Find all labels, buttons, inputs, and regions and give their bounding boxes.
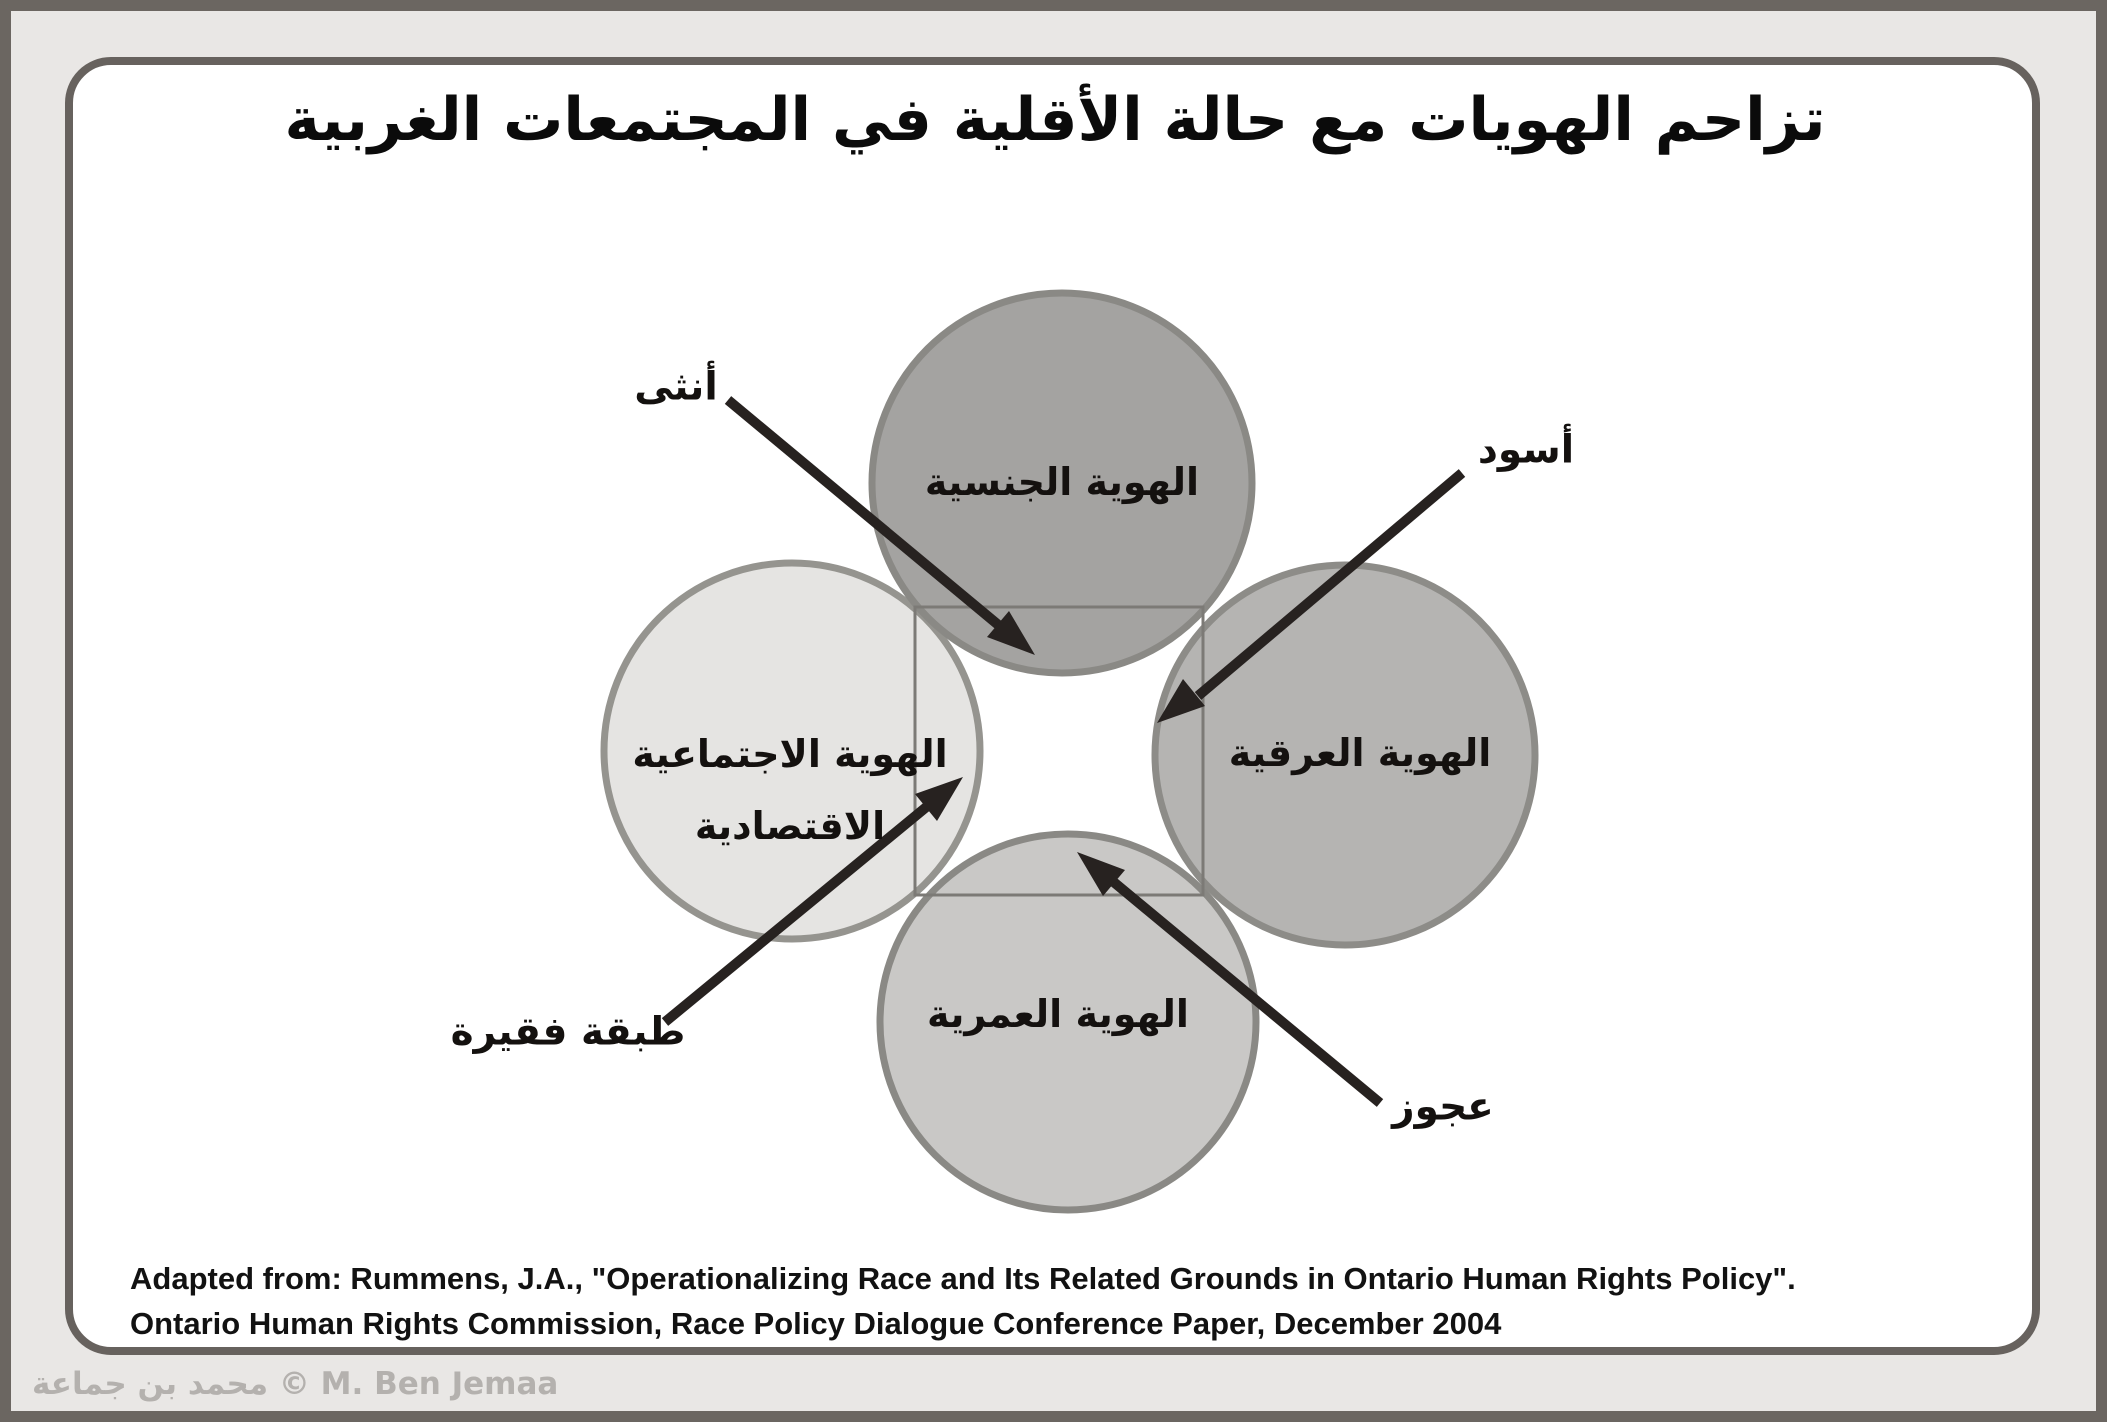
citation: Adapted from: Rummens, J.A., "Operationa… bbox=[130, 1256, 1796, 1346]
socioeconomic-label-line2: الاقتصادية bbox=[694, 804, 886, 848]
annotation-label-female: أنثى bbox=[634, 364, 718, 410]
circle-label-ethnic-identity: الهوية العرقية bbox=[1228, 731, 1492, 775]
author-watermark: محمد بن جماعة © M. Ben Jemaa bbox=[32, 1366, 559, 1402]
circle-label-gender-identity: الهوية الجنسية bbox=[924, 460, 1200, 504]
annotation-label-elderly: عجوز bbox=[1392, 1084, 1494, 1130]
annotation-label-poor-class: طبقة فقيرة bbox=[450, 1009, 686, 1055]
figure-title: تزاحم الهويات مع حالة الأقلية في المجتمع… bbox=[284, 85, 1826, 155]
citation-line1: Adapted from: Rummens, J.A., "Operationa… bbox=[130, 1261, 1796, 1296]
arrow-black bbox=[1157, 469, 1466, 723]
gender-identity-circle bbox=[868, 289, 1256, 677]
annotation-label-black: أسود bbox=[1477, 427, 1575, 473]
socioeconomic-label-line1: الهوية الاجتماعية bbox=[632, 732, 948, 776]
circle-label-age-identity: الهوية العمرية bbox=[927, 992, 1189, 1036]
circle-label-socioeconomic-identity: الهوية الاجتماعية الاقتصادية bbox=[632, 718, 947, 862]
arrow-elderly bbox=[1077, 852, 1384, 1107]
citation-line2: Ontario Human Rights Commission, Race Po… bbox=[130, 1306, 1502, 1341]
intersection-square bbox=[913, 605, 1205, 897]
arrow-female bbox=[724, 396, 1035, 655]
ethnic-identity-circle bbox=[1151, 561, 1539, 949]
arrow-poor-class bbox=[661, 777, 963, 1026]
